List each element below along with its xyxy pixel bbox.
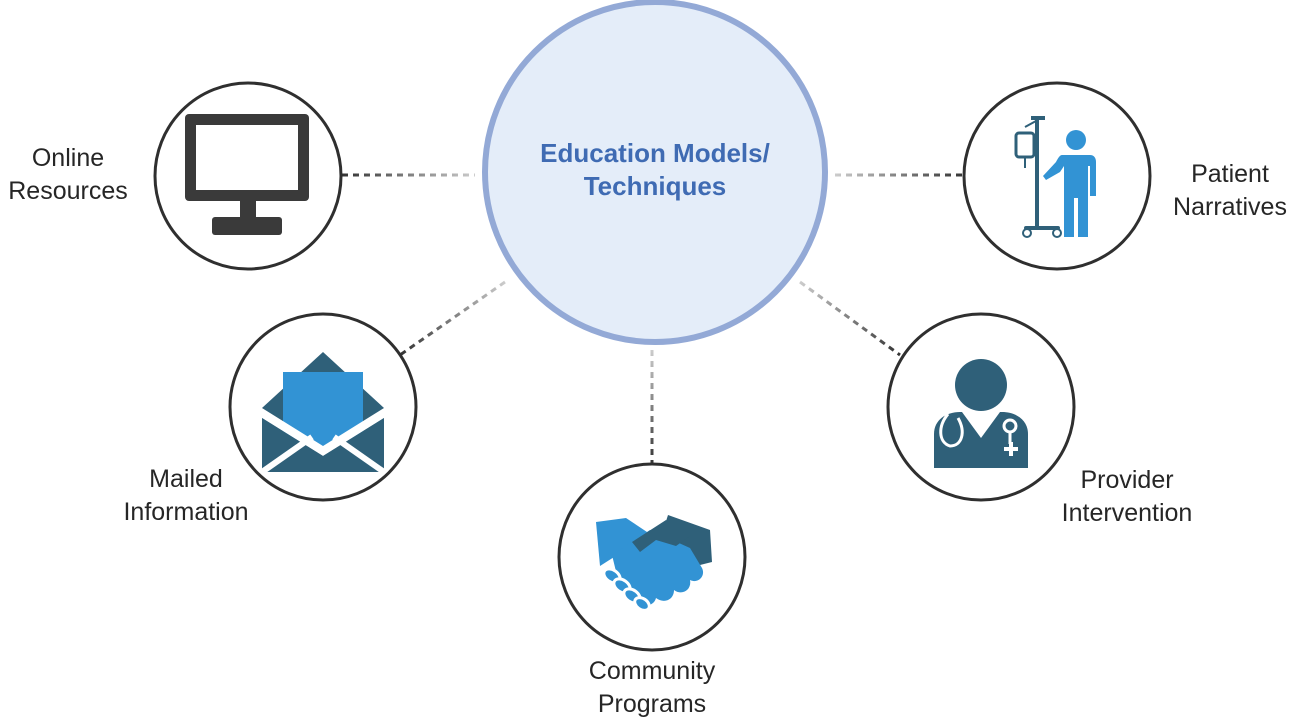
label-provider-line1: Provider [1080, 466, 1174, 494]
label-mailed-line2: Information [123, 498, 249, 526]
center-title-line1: Education Models/ [540, 138, 770, 168]
open-envelope-icon [260, 352, 386, 475]
doctor-icon [934, 359, 1028, 468]
monitor-icon [185, 114, 309, 235]
patient-iv-icon [1014, 116, 1096, 238]
label-patient-line2: Narratives [1173, 193, 1287, 221]
handshake-icon [596, 515, 712, 612]
center-hub [482, 0, 828, 345]
label-mailed-information: Mailed Information [106, 463, 266, 529]
label-provider-intervention: Provider Intervention [1042, 464, 1212, 530]
center-title: Education Models/ Techniques [485, 137, 825, 203]
label-patient-narratives: Patient Narratives [1162, 158, 1298, 224]
connector-mailed [399, 280, 506, 357]
label-provider-line2: Intervention [1061, 499, 1193, 527]
label-patient-line1: Patient [1191, 160, 1269, 188]
node-patient-circle[interactable] [962, 81, 1152, 271]
connectors [342, 173, 965, 465]
label-mailed-line1: Mailed [149, 465, 223, 493]
center-title-line2: Techniques [583, 171, 727, 201]
label-online-line2: Resources [8, 177, 128, 205]
connector-provider [799, 280, 901, 357]
label-online-resources: Online Resources [0, 142, 136, 208]
label-community-programs: Community Programs [562, 655, 742, 721]
label-community-line2: Programs [597, 690, 707, 718]
label-community-line1: Community [588, 657, 716, 685]
label-online-line1: Online [31, 144, 105, 172]
